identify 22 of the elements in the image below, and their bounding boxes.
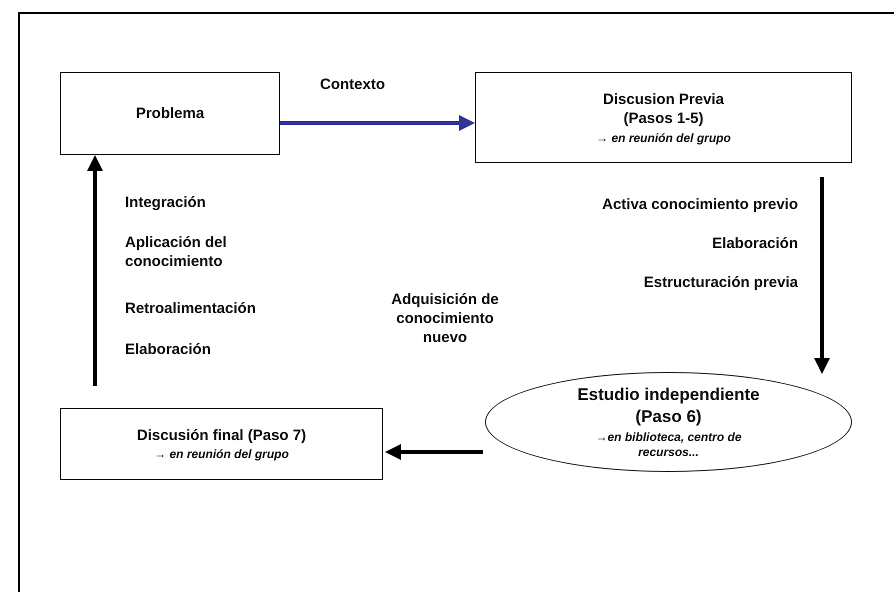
arrow — [385, 444, 483, 460]
node-note: → en reunión del grupo — [596, 130, 731, 146]
node-note: →en biblioteca, centro de recursos... — [594, 430, 743, 460]
node-title: Discusión final (Paso 7) — [136, 426, 306, 446]
step-label: Elaboración — [711, 235, 798, 254]
process-box — [60, 72, 280, 155]
step-label: Retroalimentación — [125, 300, 257, 319]
node-title: Problema — [136, 104, 204, 124]
arrow — [280, 115, 475, 131]
node-title: Estudio independiente (Paso 6) — [576, 384, 761, 428]
step-label: Activa conocimiento previo — [601, 196, 798, 215]
step-label: Aplicación del conocimiento — [125, 234, 228, 272]
step-label: Integración — [125, 194, 207, 213]
arrow — [814, 177, 830, 374]
node-note: → en reunión del grupo — [154, 447, 289, 462]
step-label: Elaboración — [125, 341, 212, 360]
node-title: Discusion Previa (Pasos 1-5) — [602, 90, 725, 128]
process-box — [475, 72, 852, 163]
process-box — [60, 408, 383, 480]
arrow — [87, 155, 103, 386]
step-label: Adquisición de conocimiento nuevo — [390, 291, 500, 348]
step-label: Estructuración previa — [642, 274, 798, 293]
